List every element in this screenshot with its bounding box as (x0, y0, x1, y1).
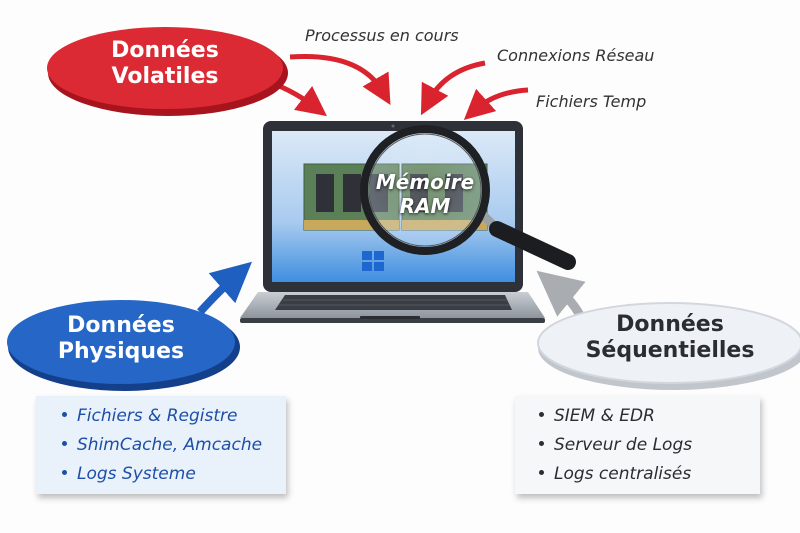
volatile-title-line2: Volatiles (111, 64, 219, 90)
laptop (240, 121, 576, 323)
volatile-item-connexions: Connexions Réseau (497, 46, 655, 65)
magnifying-glass-icon (360, 125, 576, 270)
physical-items-list: Fichiers & Registre ShimCache, Amcache L… (62, 402, 286, 489)
list-item: Fichiers & Registre (62, 402, 286, 431)
webcam-icon (391, 124, 395, 128)
list-item: Serveur de Logs (539, 431, 760, 460)
physical-ellipse (7, 300, 235, 384)
volatile-title-line1: Données (111, 38, 219, 63)
physical-title: Données Physiques (36, 313, 206, 366)
arrow-connexions (420, 60, 486, 116)
volatile-item-processus: Processus en cours (305, 26, 459, 45)
arrow-fichiers-temp (463, 87, 529, 121)
keyboard (275, 295, 512, 310)
list-item: Logs Systeme (62, 460, 286, 489)
sequential-title: Données Séquentielles (570, 312, 770, 365)
sequential-title-line2: Séquentielles (585, 338, 755, 364)
sequential-title-line1: Données (616, 312, 724, 337)
touchpad (360, 316, 420, 319)
sequential-ellipse (537, 302, 800, 384)
physical-title-line2: Physiques (57, 339, 185, 365)
sequential-items-note: SIEM & EDR Serveur de Logs Logs centrali… (515, 396, 760, 494)
ram-label-line2: RAM (399, 194, 451, 218)
arrow-processus (289, 53, 391, 105)
windows-logo-icon (362, 251, 384, 271)
list-item: ShimCache, Amcache (62, 431, 286, 460)
list-item: SIEM & EDR (539, 402, 760, 431)
list-item: Logs centralisés (539, 460, 760, 489)
volatile-item-fichiers-temp: Fichiers Temp (536, 92, 647, 111)
sequential-items-list: SIEM & EDR Serveur de Logs Logs centrali… (539, 402, 760, 489)
arrow-physical-to-laptop (197, 261, 252, 315)
volatile-ellipse (47, 27, 283, 109)
arrow-sequential-to-laptop (536, 270, 586, 318)
physical-title-line1: Données (67, 313, 175, 338)
ram-label: Mémoire RAM (360, 170, 490, 218)
physical-items-note: Fichiers & Registre ShimCache, Amcache L… (36, 396, 286, 494)
volatile-title: Données Volatiles (75, 38, 255, 91)
ram-label-line1: Mémoire (375, 170, 475, 194)
